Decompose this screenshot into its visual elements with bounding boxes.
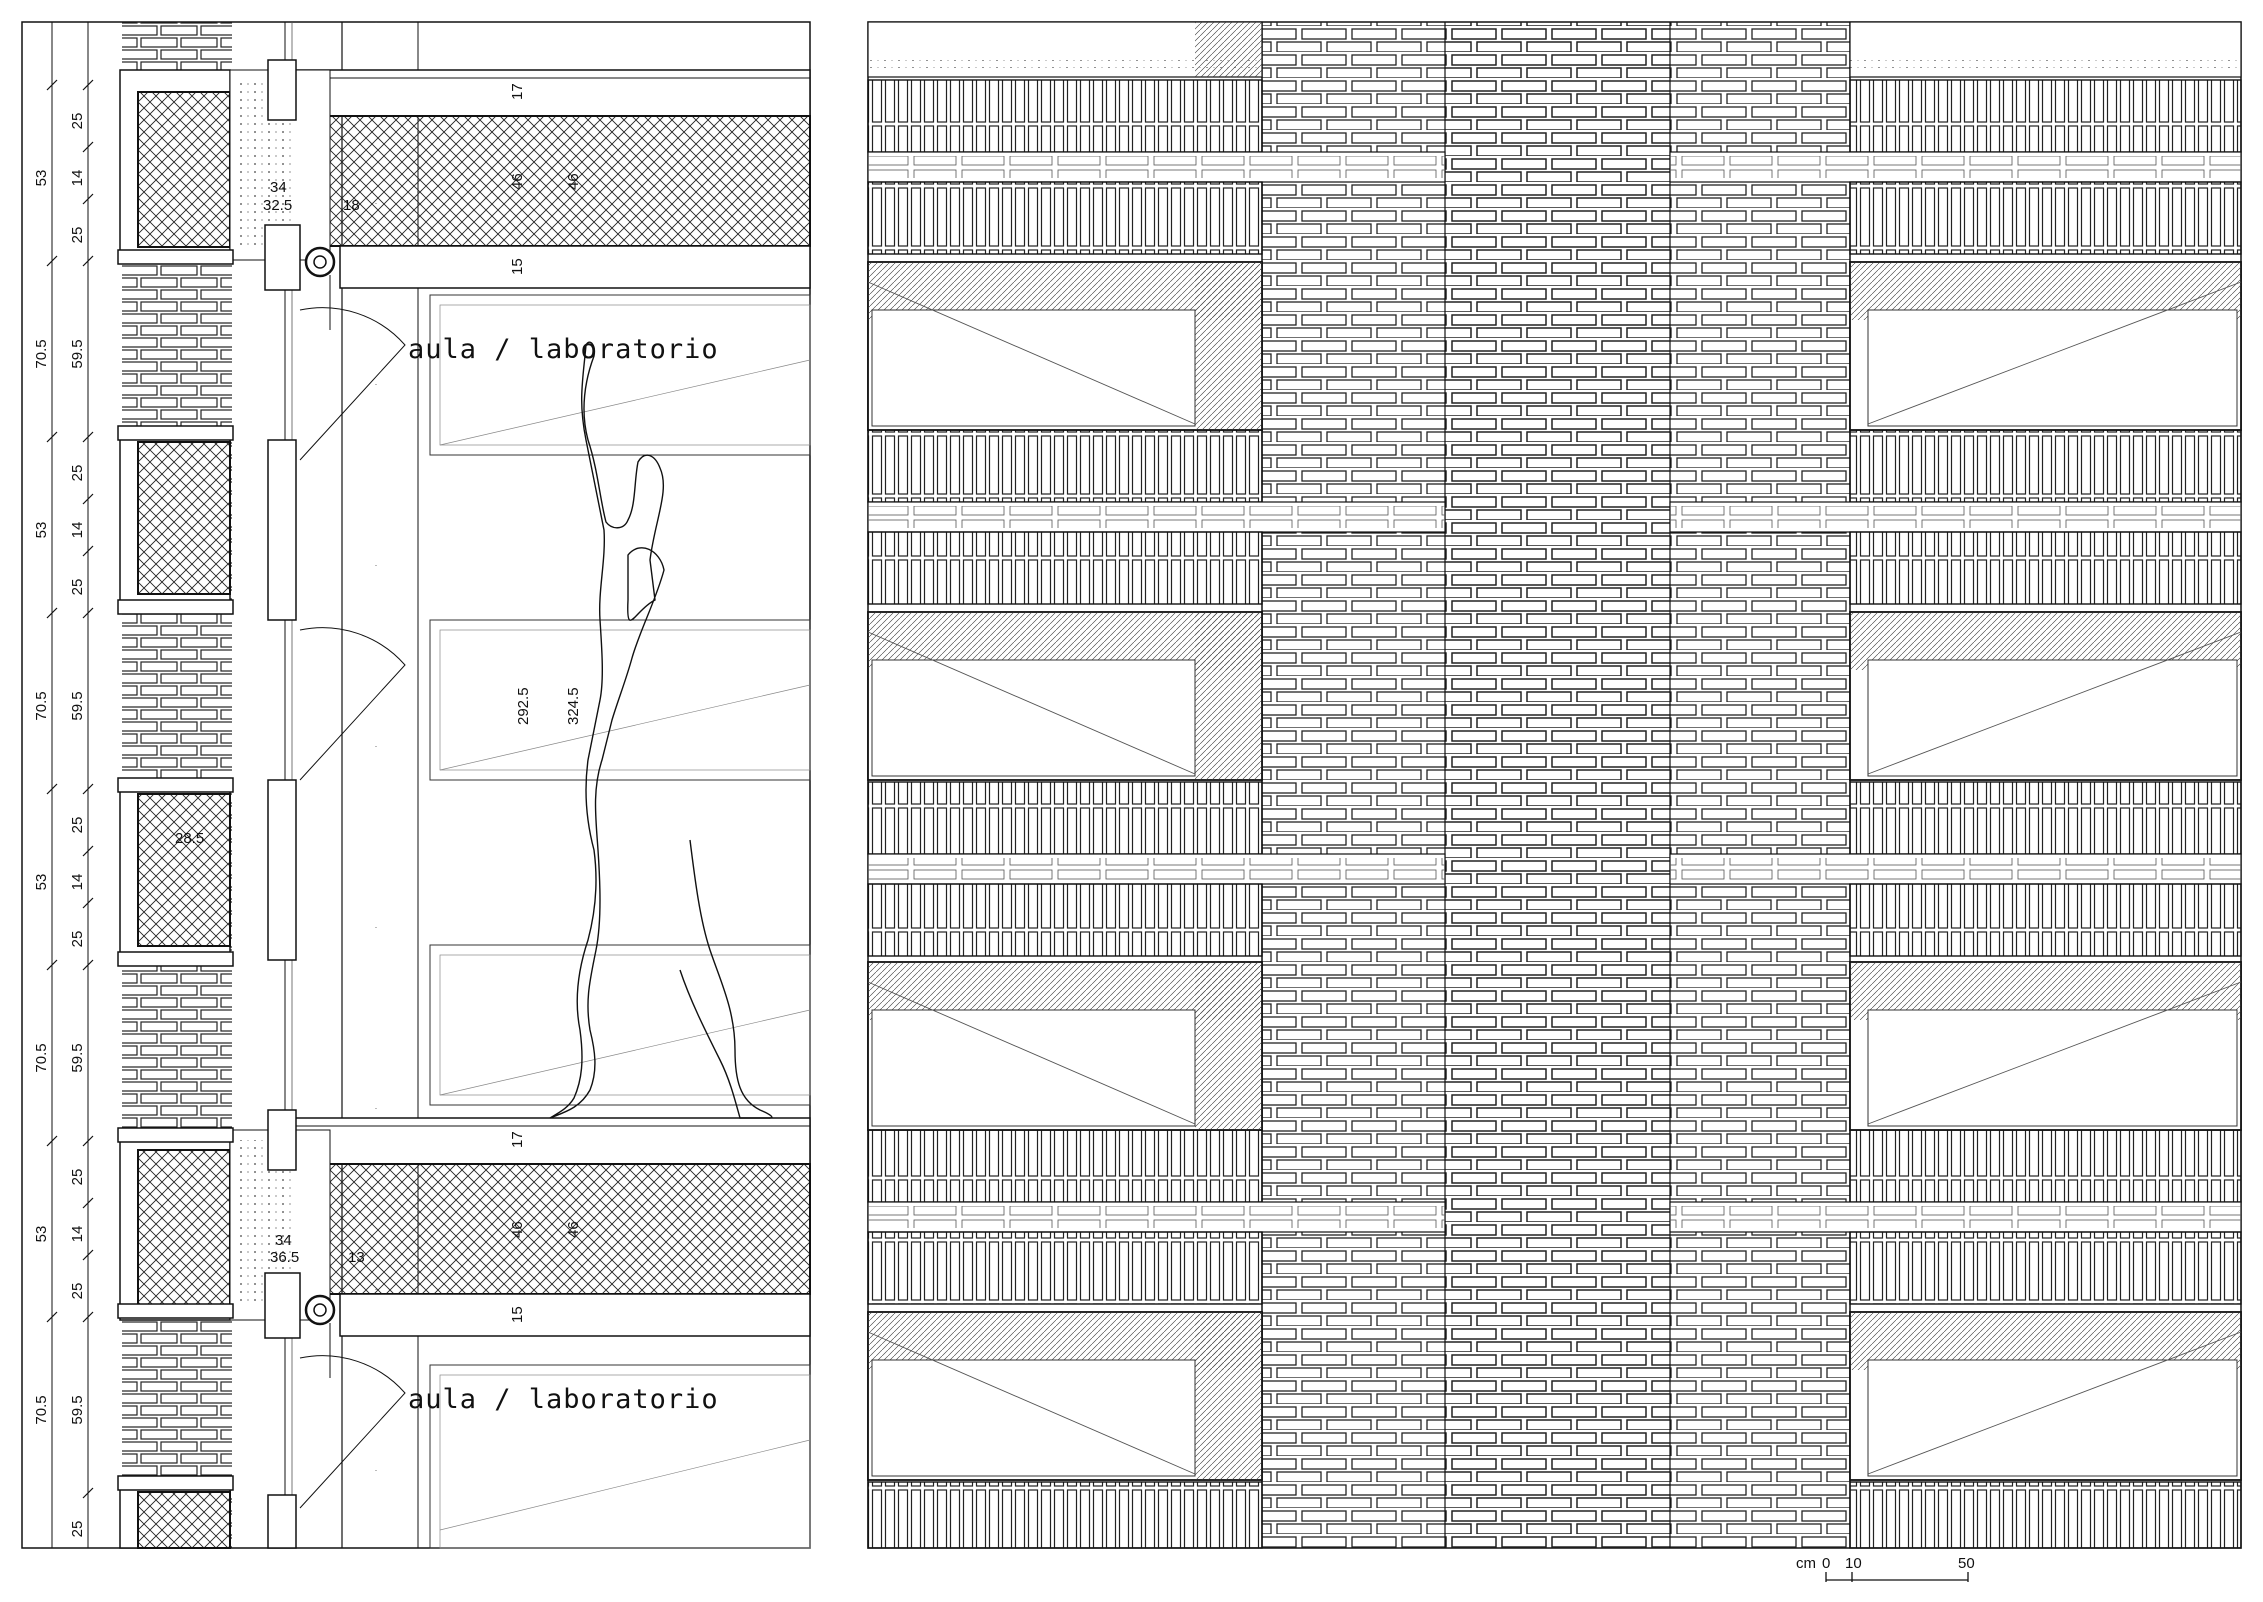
window-swing-arcs bbox=[299, 275, 406, 1509]
inner-dim-6: 25 bbox=[69, 579, 86, 596]
floor-dim-17-top: 17 bbox=[509, 83, 526, 100]
facade-elevation bbox=[867, 21, 2242, 1549]
dimension-tick bbox=[82, 783, 94, 795]
inner-dim-3: 59.5 bbox=[69, 339, 86, 368]
floor-dim-15-bottom: 15 bbox=[509, 1306, 526, 1323]
slab-detail-34-top: 34 bbox=[270, 179, 287, 196]
dimension-tick bbox=[82, 607, 94, 619]
outer-dim-2: 53 bbox=[33, 522, 50, 539]
outer-dim-6: 53 bbox=[33, 1226, 50, 1243]
dimension-tick bbox=[82, 431, 94, 443]
interior-panels bbox=[429, 294, 811, 1549]
inner-dim-13: 14 bbox=[69, 1226, 86, 1243]
dimension-tick bbox=[46, 1311, 58, 1323]
height-dimension-324-5: 324.5 bbox=[565, 687, 582, 725]
facade-bands bbox=[867, 21, 2242, 1549]
inner-dim-11: 59.5 bbox=[69, 1043, 86, 1072]
outer-dim-7: 70.5 bbox=[33, 1395, 50, 1424]
human-figure bbox=[549, 341, 665, 1119]
dimension-tick bbox=[82, 1487, 94, 1499]
floor-dim-46-b-top: 46 bbox=[565, 173, 582, 190]
inner-dimension-labels: 25 14 25 59.5 25 14 25 59.5 25 14 25 59.5 25 14 25 59.5… bbox=[69, 113, 86, 1538]
dimension-tick bbox=[82, 897, 94, 909]
dimension-tick bbox=[82, 141, 94, 153]
inner-dim-16: 25 bbox=[69, 1521, 86, 1538]
dimension-tick bbox=[82, 1135, 94, 1147]
dimension-tick bbox=[82, 959, 94, 971]
inner-dim-8: 25 bbox=[69, 817, 86, 834]
inner-dim-0: 25 bbox=[69, 113, 86, 130]
outer-dim-0: 53 bbox=[33, 170, 50, 187]
floor-slab-top bbox=[211, 69, 811, 289]
dimension-tick bbox=[82, 79, 94, 91]
slab-detail-32-5-top: 32.5 bbox=[263, 197, 292, 214]
floor-dim-17-bottom: 17 bbox=[509, 1131, 526, 1148]
dimension-tick bbox=[46, 607, 58, 619]
scale-tick-10: 10 bbox=[1845, 1555, 1862, 1572]
height-dimension-292-5: 292.5 bbox=[515, 687, 532, 725]
dimension-tick bbox=[82, 1249, 94, 1261]
room-label-bottom: aula / laboratorio bbox=[408, 1384, 719, 1415]
inner-dim-14: 25 bbox=[69, 1283, 86, 1300]
outer-dim-4: 53 bbox=[33, 874, 50, 891]
dimension-tick bbox=[82, 255, 94, 267]
floor-dim-46-b-bottom: 46 bbox=[565, 1221, 582, 1238]
central-brick-column bbox=[1445, 22, 1670, 1548]
dimension-tick bbox=[46, 783, 58, 795]
window-frames bbox=[264, 59, 336, 1549]
scale-tick-50: 50 bbox=[1958, 1555, 1975, 1572]
inner-dim-1: 14 bbox=[69, 170, 86, 187]
dimension-tick bbox=[46, 1135, 58, 1147]
dimension-tick bbox=[82, 1311, 94, 1323]
dimension-ticks bbox=[46, 79, 94, 1499]
floor-dim-46-a-top: 46 bbox=[509, 173, 526, 190]
scale-tick-0: 0 bbox=[1822, 1555, 1830, 1572]
floor-dim-15-top: 15 bbox=[509, 258, 526, 275]
human-figure-leg bbox=[679, 839, 773, 1119]
dimension-tick bbox=[46, 959, 58, 971]
dimension-tick bbox=[82, 845, 94, 857]
dimension-tick bbox=[82, 493, 94, 505]
inner-dim-5: 14 bbox=[69, 522, 86, 539]
outer-dim-3: 70.5 bbox=[33, 691, 50, 720]
slab-detail-36-5-bottom: 36.5 bbox=[270, 1249, 299, 1266]
section-frame bbox=[21, 21, 811, 1549]
dimension-tick bbox=[82, 1197, 94, 1209]
inner-dim-12: 25 bbox=[69, 1169, 86, 1186]
dimension-tick bbox=[46, 431, 58, 443]
slab-detail-34-bottom: 34 bbox=[275, 1232, 292, 1249]
pillar-dimension-label: 28.5 bbox=[175, 830, 204, 847]
dimension-tick bbox=[82, 545, 94, 557]
dimension-tick bbox=[82, 193, 94, 205]
scale-unit: cm bbox=[1796, 1555, 1816, 1572]
room-label-top: aula / laboratorio bbox=[408, 334, 719, 365]
outer-dim-5: 70.5 bbox=[33, 1043, 50, 1072]
inner-dim-15: 59.5 bbox=[69, 1395, 86, 1424]
lintels bbox=[117, 249, 234, 1491]
dimension-tick bbox=[46, 255, 58, 267]
inner-dim-4: 25 bbox=[69, 465, 86, 482]
slab-detail-13-bottom: 13 bbox=[348, 1249, 365, 1266]
inner-dim-7: 59.5 bbox=[69, 691, 86, 720]
inner-dim-2: 25 bbox=[69, 227, 86, 244]
outer-dim-1: 70.5 bbox=[33, 339, 50, 368]
inner-dim-9: 14 bbox=[69, 874, 86, 891]
slab-detail-18-top: 18 bbox=[343, 197, 360, 214]
inner-dim-10: 25 bbox=[69, 931, 86, 948]
floor-dim-46-a-bottom: 46 bbox=[509, 1221, 526, 1238]
outer-dimension-labels: 53 70.5 53 70.5 53 70.5 53 70.5 bbox=[33, 170, 50, 1425]
dimension-tick bbox=[46, 79, 58, 91]
scale-bar: cm 0 10 50 bbox=[1796, 1555, 1975, 1582]
